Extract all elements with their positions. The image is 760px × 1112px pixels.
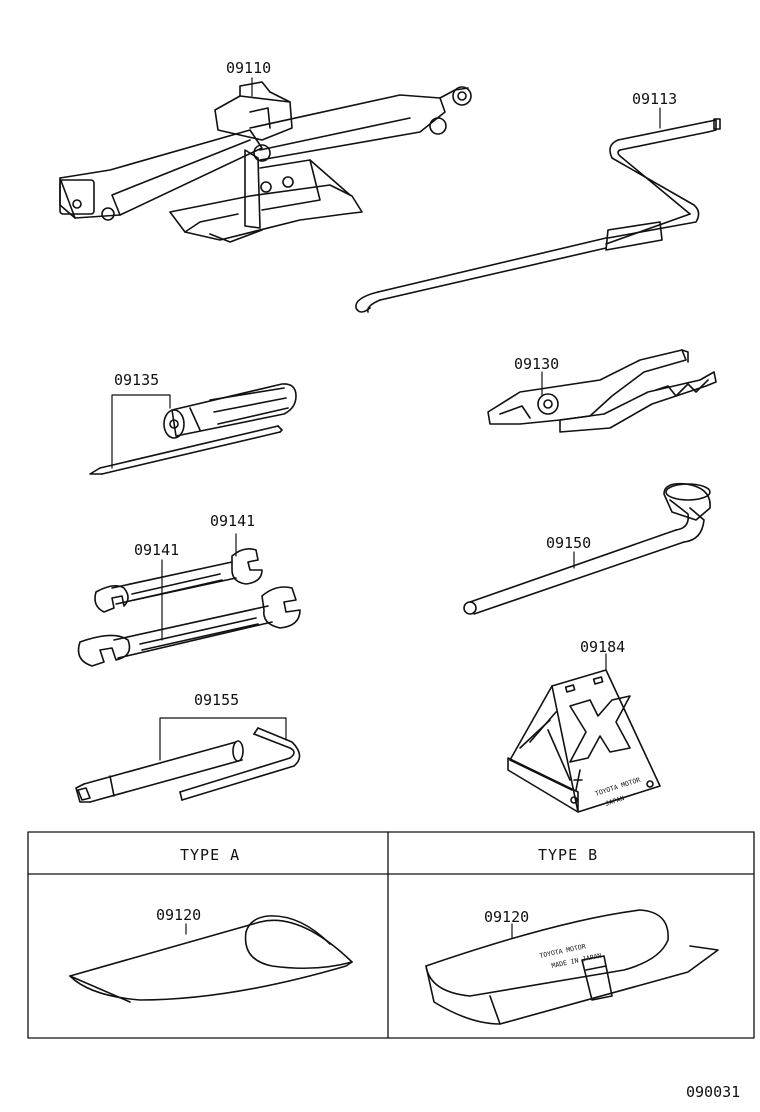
type-table — [27, 831, 755, 1039]
label-socket-tool: 09155 — [194, 691, 239, 709]
label-wrench-large: 09141 — [134, 541, 179, 559]
type-a-header: TYPE A — [180, 846, 240, 864]
scissor-jack — [59, 81, 472, 243]
screwdriver-leader — [111, 394, 171, 469]
label-tool-bag-a: 09120 — [156, 906, 201, 924]
wheel-chock — [507, 669, 661, 813]
type-b-header: TYPE B — [538, 846, 598, 864]
label-jack: 09110 — [226, 59, 271, 77]
label-tool-bag-b: 09120 — [484, 908, 529, 926]
jack-handle — [355, 118, 721, 313]
label-wheel-chock: 09184 — [580, 638, 625, 656]
socket-tool — [75, 727, 301, 803]
wheel-nut-wrench — [463, 482, 711, 615]
chock-stamp-line2: JAPAN — [604, 794, 625, 808]
label-wrench-small: 09141 — [210, 512, 255, 530]
tool-bag-a — [69, 915, 353, 1003]
screwdriver — [89, 383, 297, 475]
pliers — [487, 349, 717, 433]
wrench-large — [77, 586, 301, 667]
wrench-small — [94, 548, 263, 613]
label-jack-handle: 09113 — [632, 90, 677, 108]
label-screwdriver: 09135 — [114, 371, 159, 389]
socket-tool-leader — [159, 717, 287, 761]
figure-id: 090031 — [686, 1083, 740, 1101]
tool-bag-b — [425, 909, 719, 1025]
label-wheel-nut-wrench: 09150 — [546, 534, 591, 552]
label-pliers: 09130 — [514, 355, 559, 373]
